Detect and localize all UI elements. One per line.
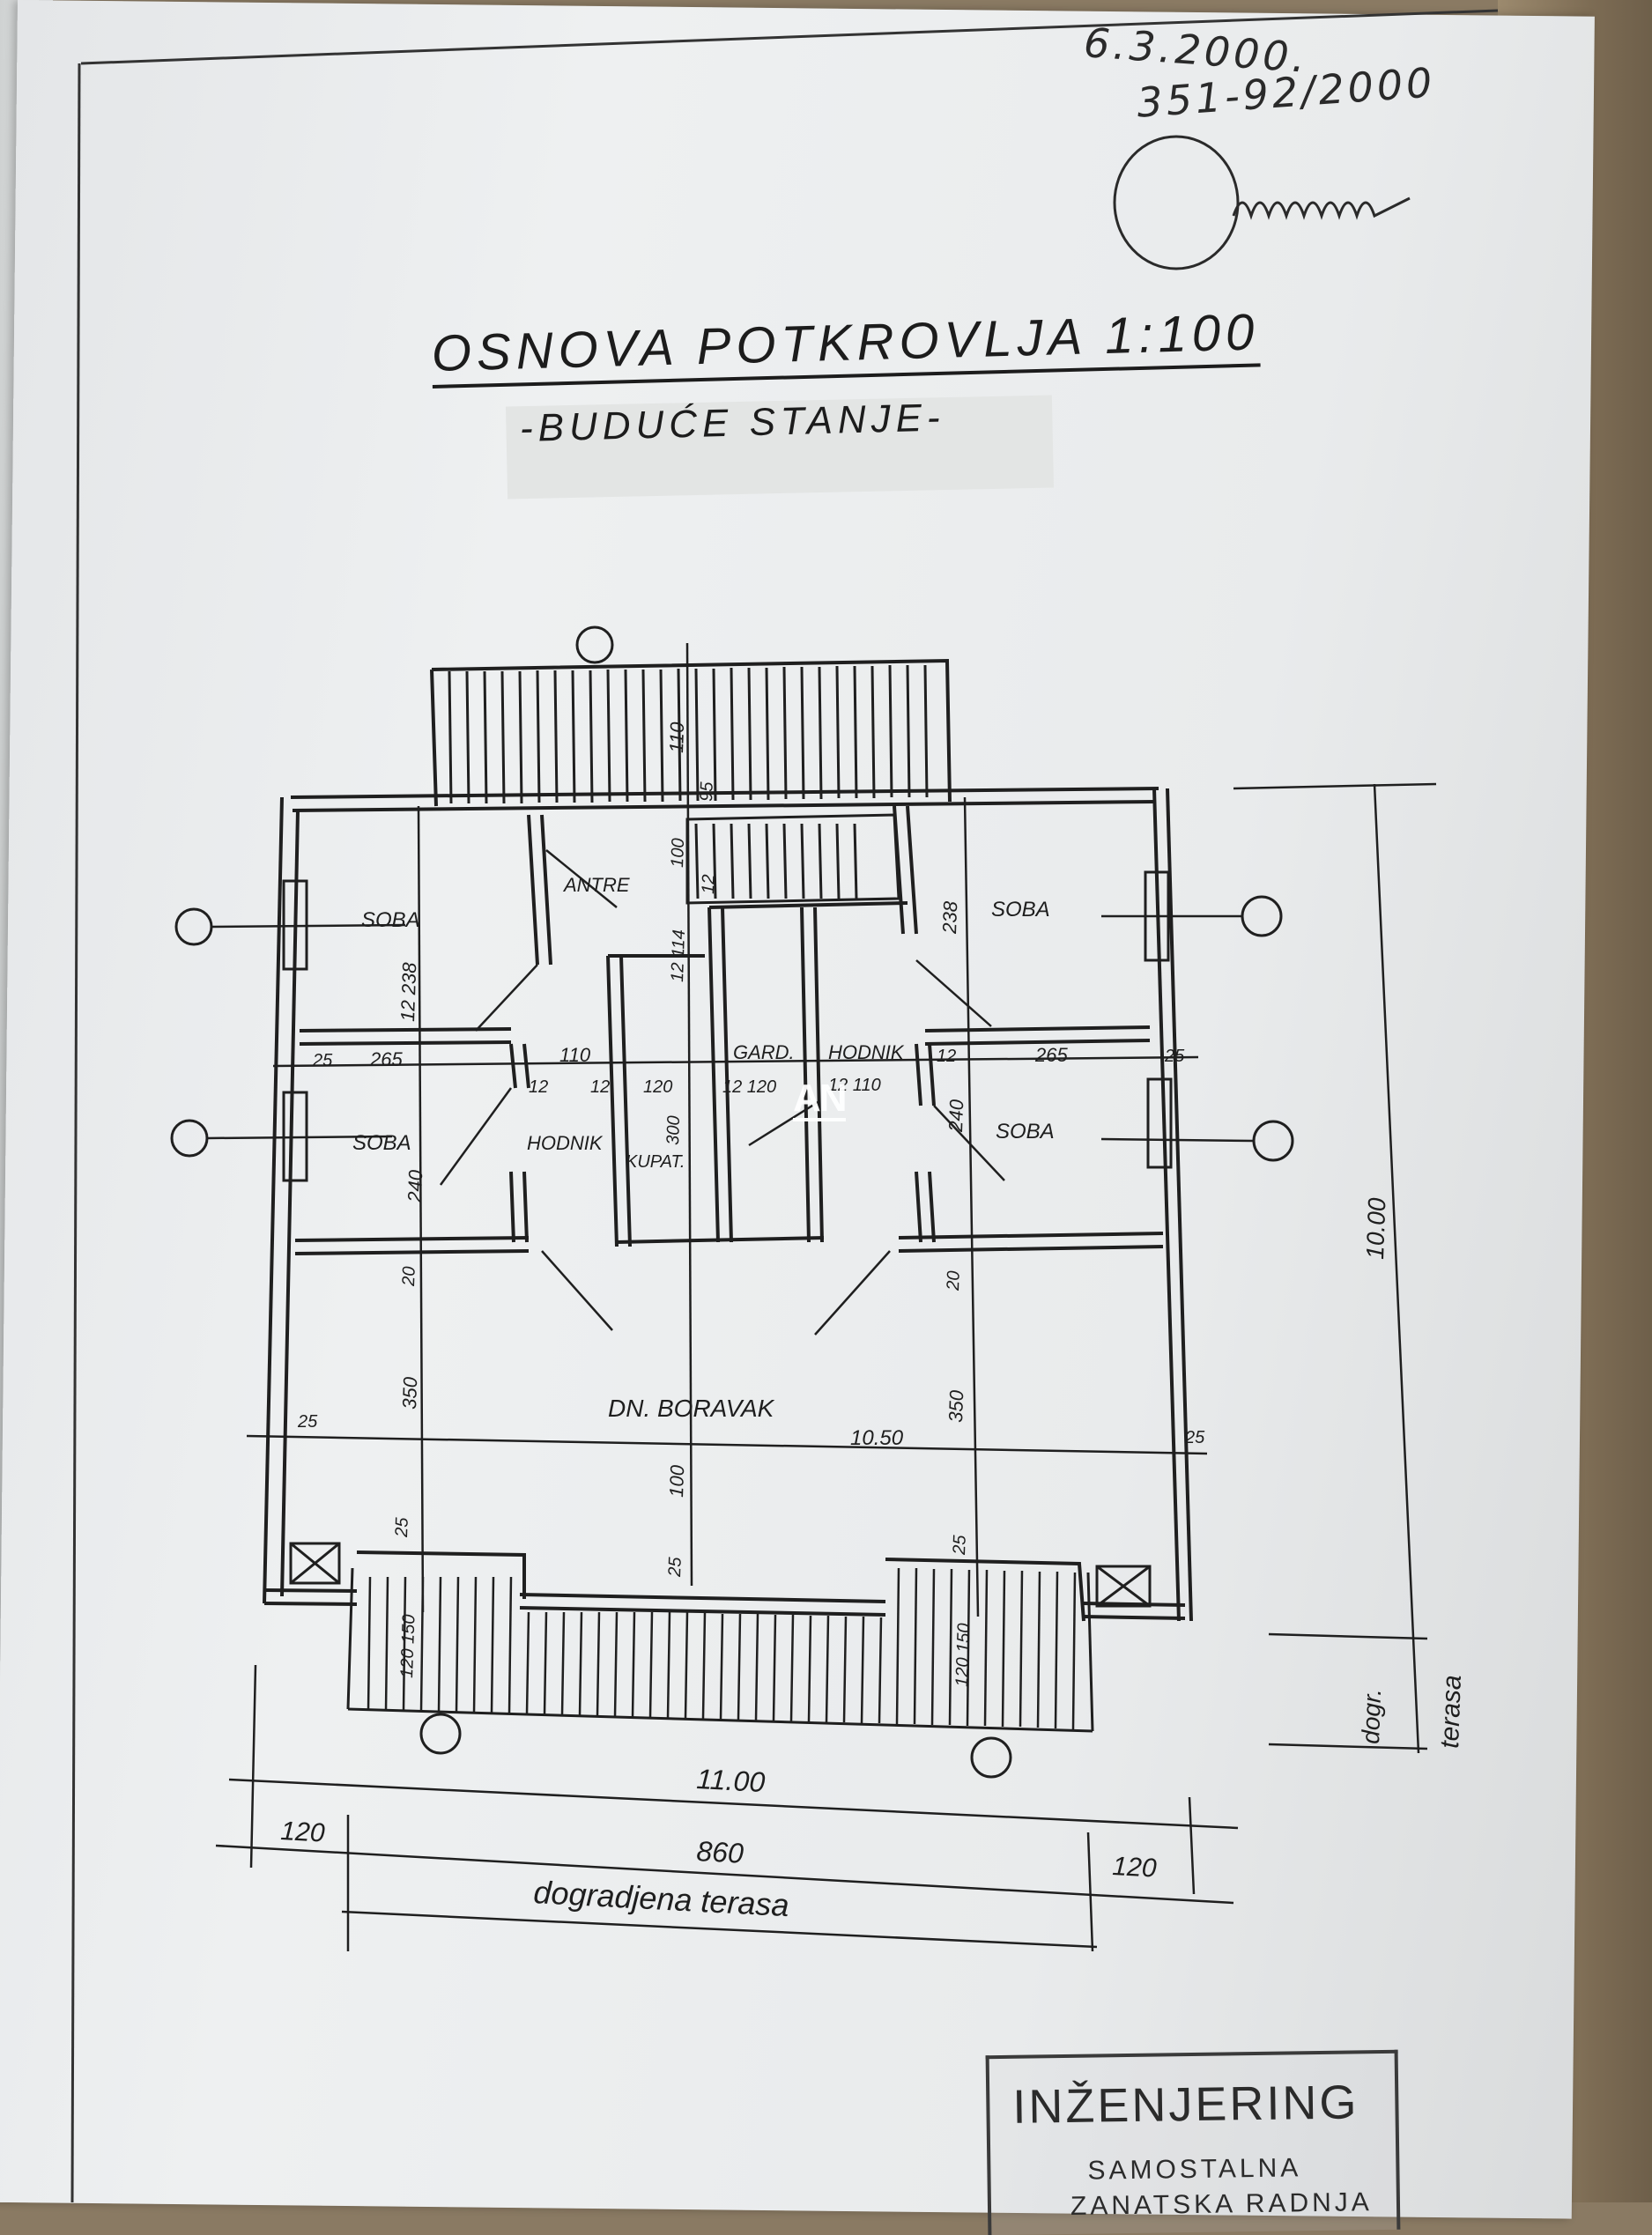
dim-10-00: 10.00: [1361, 1197, 1390, 1261]
dim-100-mid: 100: [665, 1464, 688, 1498]
room-soba-top-right: SOBA: [991, 898, 1050, 921]
dim-25-br: 25: [950, 1534, 970, 1556]
dim-265-right: 265: [1034, 1044, 1068, 1066]
dim-120-left: 120: [280, 1817, 326, 1848]
dim-12-120: 12 120: [722, 1077, 776, 1097]
room-dn-boravak: DN. BORAVAK: [608, 1395, 775, 1422]
dim-120-a: 120: [643, 1077, 672, 1097]
dim-20-right: 20: [944, 1270, 964, 1291]
dim-12-a: 12: [529, 1077, 548, 1097]
label-dogr: dogr.: [1357, 1688, 1386, 1744]
stamp-subtitle: SAMOSTALNA: [1087, 2153, 1302, 2186]
dim-120-bottom-left: 120 150: [397, 1614, 419, 1678]
dim-120-right: 120: [1112, 1852, 1158, 1883]
dim-350-right: 350: [945, 1389, 967, 1423]
room-soba-top-left: SOBA: [361, 908, 420, 932]
dim-95: 95: [697, 781, 717, 802]
watermark-logo: AN: [793, 1077, 848, 1121]
dim-240-left: 240: [404, 1169, 426, 1203]
dim-25-right: 25: [1164, 1047, 1185, 1066]
dim-240-right: 240: [945, 1099, 967, 1133]
company-stamp: INŽENJERING SAMOSTALNA ZANATSKA RADNJA: [985, 2049, 1401, 2235]
dim-350-left: 350: [398, 1376, 421, 1410]
dim-860: 860: [696, 1835, 745, 1869]
dim-12-114: 12 114: [668, 929, 689, 982]
dim-20-left: 20: [399, 1266, 419, 1287]
dim-11-00: 11.00: [696, 1763, 767, 1798]
dim-12-stair: 12: [699, 874, 719, 894]
label-terasa: terasa: [1435, 1675, 1467, 1749]
dim-10-50: 10.50: [850, 1426, 904, 1450]
dim-25-bl: 25: [392, 1516, 412, 1538]
dim-12-b: 12: [590, 1077, 610, 1097]
dim-238-right: 238: [938, 900, 961, 935]
dim-12-110: 12 110: [828, 1076, 881, 1095]
dim-110-top: 110: [665, 721, 688, 753]
room-hodnik-right: HODNIK: [828, 1041, 905, 1063]
dim-265-left: 265: [369, 1048, 403, 1070]
stamp-title: INŽENJERING: [1012, 2076, 1359, 2134]
dim-25-left: 25: [312, 1051, 333, 1070]
room-hodnik-left: HODNIK: [527, 1132, 604, 1154]
dim-12-c: 12: [937, 1047, 956, 1066]
dim-120-bottom-right: 120 150: [952, 1623, 974, 1687]
room-gard: GARD.: [733, 1041, 795, 1063]
dim-25-rr: 25: [1184, 1428, 1205, 1447]
room-soba-mid-right: SOBA: [996, 1120, 1055, 1143]
dim-238-left: 12 238: [396, 961, 420, 1022]
dim-25-ll: 25: [297, 1412, 318, 1432]
dim-110-left: 110: [559, 1044, 591, 1066]
dim-100-stair: 100: [668, 838, 688, 868]
dim-300: 300: [663, 1115, 684, 1145]
dim-25-bm: 25: [665, 1556, 685, 1578]
signature: [1113, 135, 1411, 270]
stamp-subtitle-2: ZANATSKA RADNJA: [1070, 2187, 1374, 2221]
room-kupat: KUPAT.: [626, 1152, 685, 1172]
room-soba-mid-left: SOBA: [352, 1131, 411, 1155]
label-dogradjena-terasa: dogradjena terasa: [533, 1874, 790, 1923]
room-antre: ANTRE: [562, 874, 630, 896]
